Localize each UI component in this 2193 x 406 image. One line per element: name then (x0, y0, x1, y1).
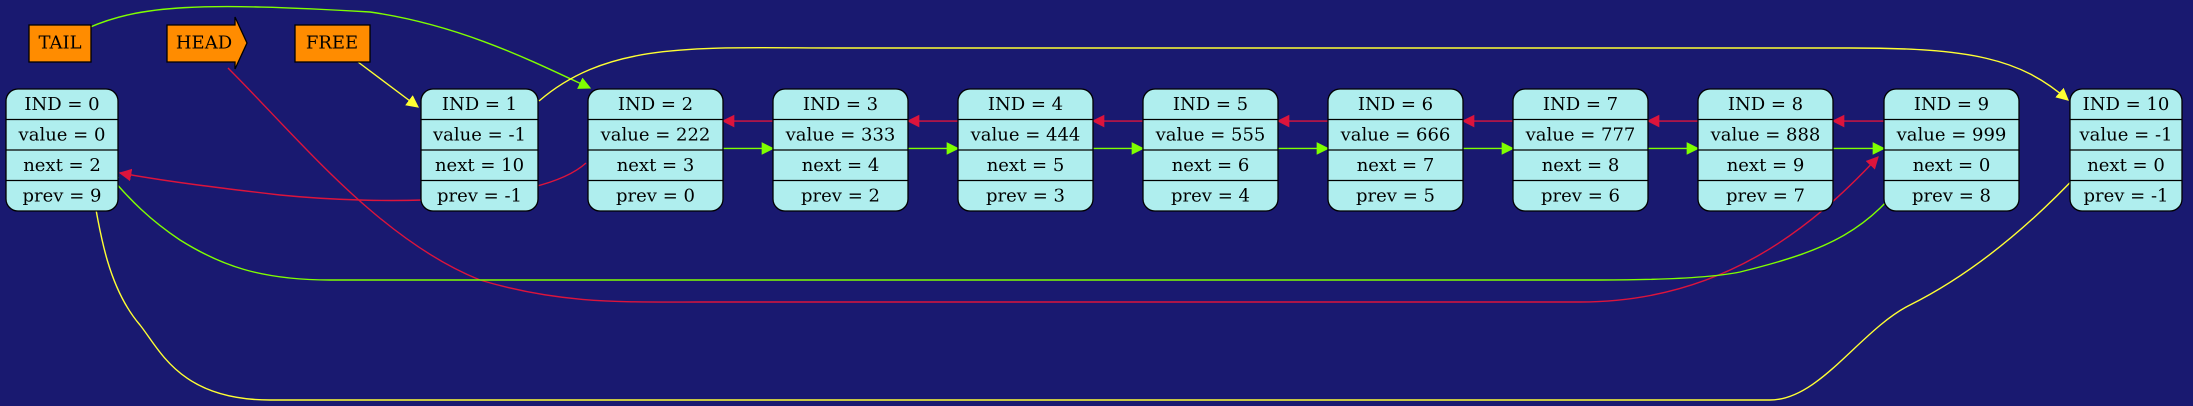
node-list: IND = 0 value = 0 next = 2 prev = 9 IND = 1 v… (5, 88, 2183, 212)
edge-tail-to-node-2 (87, 5, 592, 89)
edge-node-10-prev-to-node-0 (85, 169, 2083, 401)
node-0: IND = 0 value = 0 next = 2 prev = 9 (5, 88, 119, 212)
node-prev-text: prev = 2 (801, 185, 880, 206)
node-ind-text: IND = 0 (24, 94, 99, 115)
node-ind-text: IND = 10 (2083, 94, 2170, 115)
edge-node-1-next-to-node-10 (538, 46, 2069, 102)
node-next-text: next = 6 (1172, 155, 1250, 176)
node-value-text: value = 0 (18, 124, 106, 145)
node-next-text: next = 4 (802, 155, 880, 176)
free-label-text: FREE (306, 33, 358, 54)
head-label-text: HEAD (176, 33, 232, 54)
tail-box (28, 24, 92, 63)
node-next-text: next = 9 (1727, 155, 1805, 176)
node-value-text: value = 777 (1525, 124, 1636, 145)
node-value-text: value = 666 (1340, 124, 1451, 145)
node-next-text: next = 10 (435, 155, 524, 176)
node-2: IND = 2 value = 222 next = 3 prev = 0 (587, 88, 724, 212)
free-box (294, 24, 371, 63)
tail-label: TAIL (28, 24, 92, 63)
node-value-text: value = -1 (432, 124, 526, 145)
edge-free-to-node-1 (357, 61, 420, 108)
edges (85, 5, 2083, 401)
node-value-text: value = 333 (785, 124, 896, 145)
chain-arrows (721, 114, 1886, 155)
node-5: IND = 5 value = 555 next = 6 prev = 4 (1142, 88, 1279, 212)
node-ind-text: IND = 1 (442, 94, 517, 115)
node-6: IND = 6 value = 666 next = 7 prev = 5 (1327, 88, 1464, 212)
head-arrow-shape (166, 16, 248, 70)
node-8: IND = 8 value = 888 next = 9 prev = 7 (1697, 88, 1834, 212)
node-ind-text: IND = 5 (1173, 94, 1248, 115)
node-10: IND = 10 value = -1 next = 0 prev = -1 (2069, 88, 2183, 212)
node-next-text: next = 7 (1357, 155, 1435, 176)
node-ind-text: IND = 6 (1358, 94, 1433, 115)
node-ind-text: IND = 2 (618, 94, 693, 115)
node-next-text: next = 8 (1542, 155, 1620, 176)
node-value-text: value = 444 (970, 124, 1081, 145)
node-prev-text: prev = 3 (986, 185, 1065, 206)
node-next-text: next = 0 (2087, 155, 2165, 176)
node-next-text: next = 3 (617, 155, 695, 176)
node-ind-text: IND = 9 (1914, 94, 1989, 115)
node-7: IND = 7 value = 777 next = 8 prev = 6 (1512, 88, 1649, 212)
node-prev-text: prev = 0 (616, 185, 695, 206)
edge-node-9-next-to-node-0 (106, 169, 1913, 281)
node-ind-text: IND = 3 (803, 94, 878, 115)
node-value-text: value = 888 (1710, 124, 1821, 145)
node-9: IND = 9 value = 999 next = 0 prev = 8 (1883, 88, 2020, 212)
node-3: IND = 3 value = 333 next = 4 prev = 2 (772, 88, 909, 212)
node-value-text: value = 222 (600, 124, 711, 145)
node-value-text: value = 555 (1155, 124, 1266, 145)
node-prev-text: prev = -1 (2083, 185, 2168, 206)
node-prev-text: prev = 7 (1726, 185, 1805, 206)
node-ind-text: IND = 7 (1543, 94, 1618, 115)
node-prev-text: prev = 8 (1912, 185, 1991, 206)
node-ind-text: IND = 4 (988, 94, 1063, 115)
node-prev-text: prev = 4 (1171, 185, 1250, 206)
node-ind-text: IND = 8 (1728, 94, 1803, 115)
node-1: IND = 1 value = -1 next = 10 prev = -1 (420, 88, 539, 212)
node-4: IND = 4 value = 444 next = 5 prev = 3 (957, 88, 1094, 212)
node-next-text: next = 0 (1913, 155, 1991, 176)
node-prev-text: prev = 5 (1356, 185, 1435, 206)
node-prev-text: prev = 9 (23, 185, 102, 206)
edge-head-to-node-9 (227, 67, 1879, 303)
node-value-text: value = 999 (1896, 124, 2007, 145)
node-next-text: next = 5 (987, 155, 1065, 176)
node-prev-text: prev = -1 (437, 185, 522, 206)
node-prev-text: prev = 6 (1541, 185, 1620, 206)
free-label: FREE (294, 24, 371, 63)
node-value-text: value = -1 (2079, 124, 2173, 145)
node-next-text: next = 2 (23, 155, 101, 176)
tail-label-text: TAIL (38, 33, 81, 54)
head-label: HEAD (166, 16, 248, 70)
